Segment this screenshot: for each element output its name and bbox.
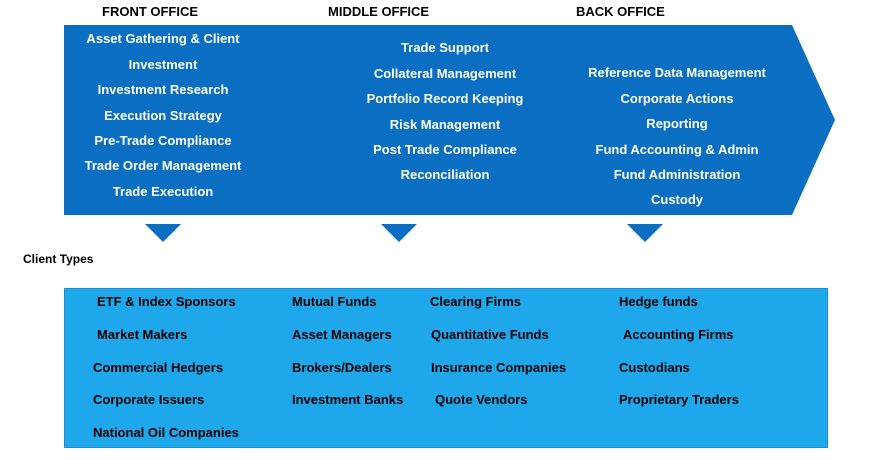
front-item-4: Execution Strategy <box>104 108 222 123</box>
middle-office-chevron <box>273 25 591 215</box>
client-type-item: Clearing Firms <box>430 294 522 309</box>
back-item-2: Corporate Actions <box>620 91 734 106</box>
client-type-item: Insurance Companies <box>431 360 567 375</box>
client-type-item: Mutual Funds <box>292 294 377 309</box>
front-item-6: Trade Order Management <box>84 158 242 173</box>
front-item-7: Trade Execution <box>112 184 214 199</box>
back-item-3: Reporting <box>646 116 708 131</box>
client-type-item: Market Makers <box>97 327 188 342</box>
client-type-item: ETF & Index Sponsors <box>97 294 236 309</box>
client-type-item: Asset Managers <box>292 327 392 342</box>
client-type-item: Accounting Firms <box>623 327 734 342</box>
middle-item-1: Trade Support <box>400 40 490 55</box>
back-office-down-arrow <box>627 224 663 242</box>
client-type-item: Quote Vendors <box>435 392 528 407</box>
front-office-chevron <box>64 25 345 215</box>
header-back-office: BACK OFFICE <box>576 4 665 19</box>
front-item-1: Asset Gathering & Client <box>86 31 240 46</box>
middle-office-down-arrow <box>381 224 417 242</box>
header-front-office: FRONT OFFICE <box>102 4 199 19</box>
front-item-2: Investment <box>128 57 198 72</box>
back-office-chevron <box>519 25 835 215</box>
client-type-item: Quantitative Funds <box>431 327 549 342</box>
middle-item-2: Collateral Management <box>373 66 517 81</box>
header-middle-office: MIDDLE OFFICE <box>328 4 430 19</box>
back-item-6: Custody <box>651 192 703 207</box>
client-type-item: Corporate Issuers <box>93 392 205 407</box>
client-type-item: Proprietary Traders <box>619 392 739 407</box>
back-item-5: Fund Administration <box>613 167 741 182</box>
middle-item-4: Risk Management <box>389 117 501 132</box>
client-type-item: Brokers/Dealers <box>292 360 392 375</box>
back-item-4: Fund Accounting & Admin <box>595 142 759 157</box>
back-item-1: Reference Data Management <box>588 65 766 80</box>
front-item-3: Investment Research <box>97 82 229 97</box>
front-office-down-arrow <box>145 224 181 242</box>
front-item-5: Pre-Trade Compliance <box>94 133 232 148</box>
middle-item-3: Portfolio Record Keeping <box>366 91 524 106</box>
client-type-item: Hedge funds <box>619 294 698 309</box>
client-type-item: National Oil Companies <box>93 425 239 440</box>
client-type-item: Investment Banks <box>292 392 404 407</box>
client-type-item: Commercial Hedgers <box>93 360 224 375</box>
client-types-box <box>64 288 828 448</box>
middle-item-5: Post Trade Compliance <box>373 142 517 157</box>
middle-item-6: Reconciliation <box>400 167 490 182</box>
client-type-item: Custodians <box>619 360 690 375</box>
client-types-title: Client Types <box>23 252 94 266</box>
